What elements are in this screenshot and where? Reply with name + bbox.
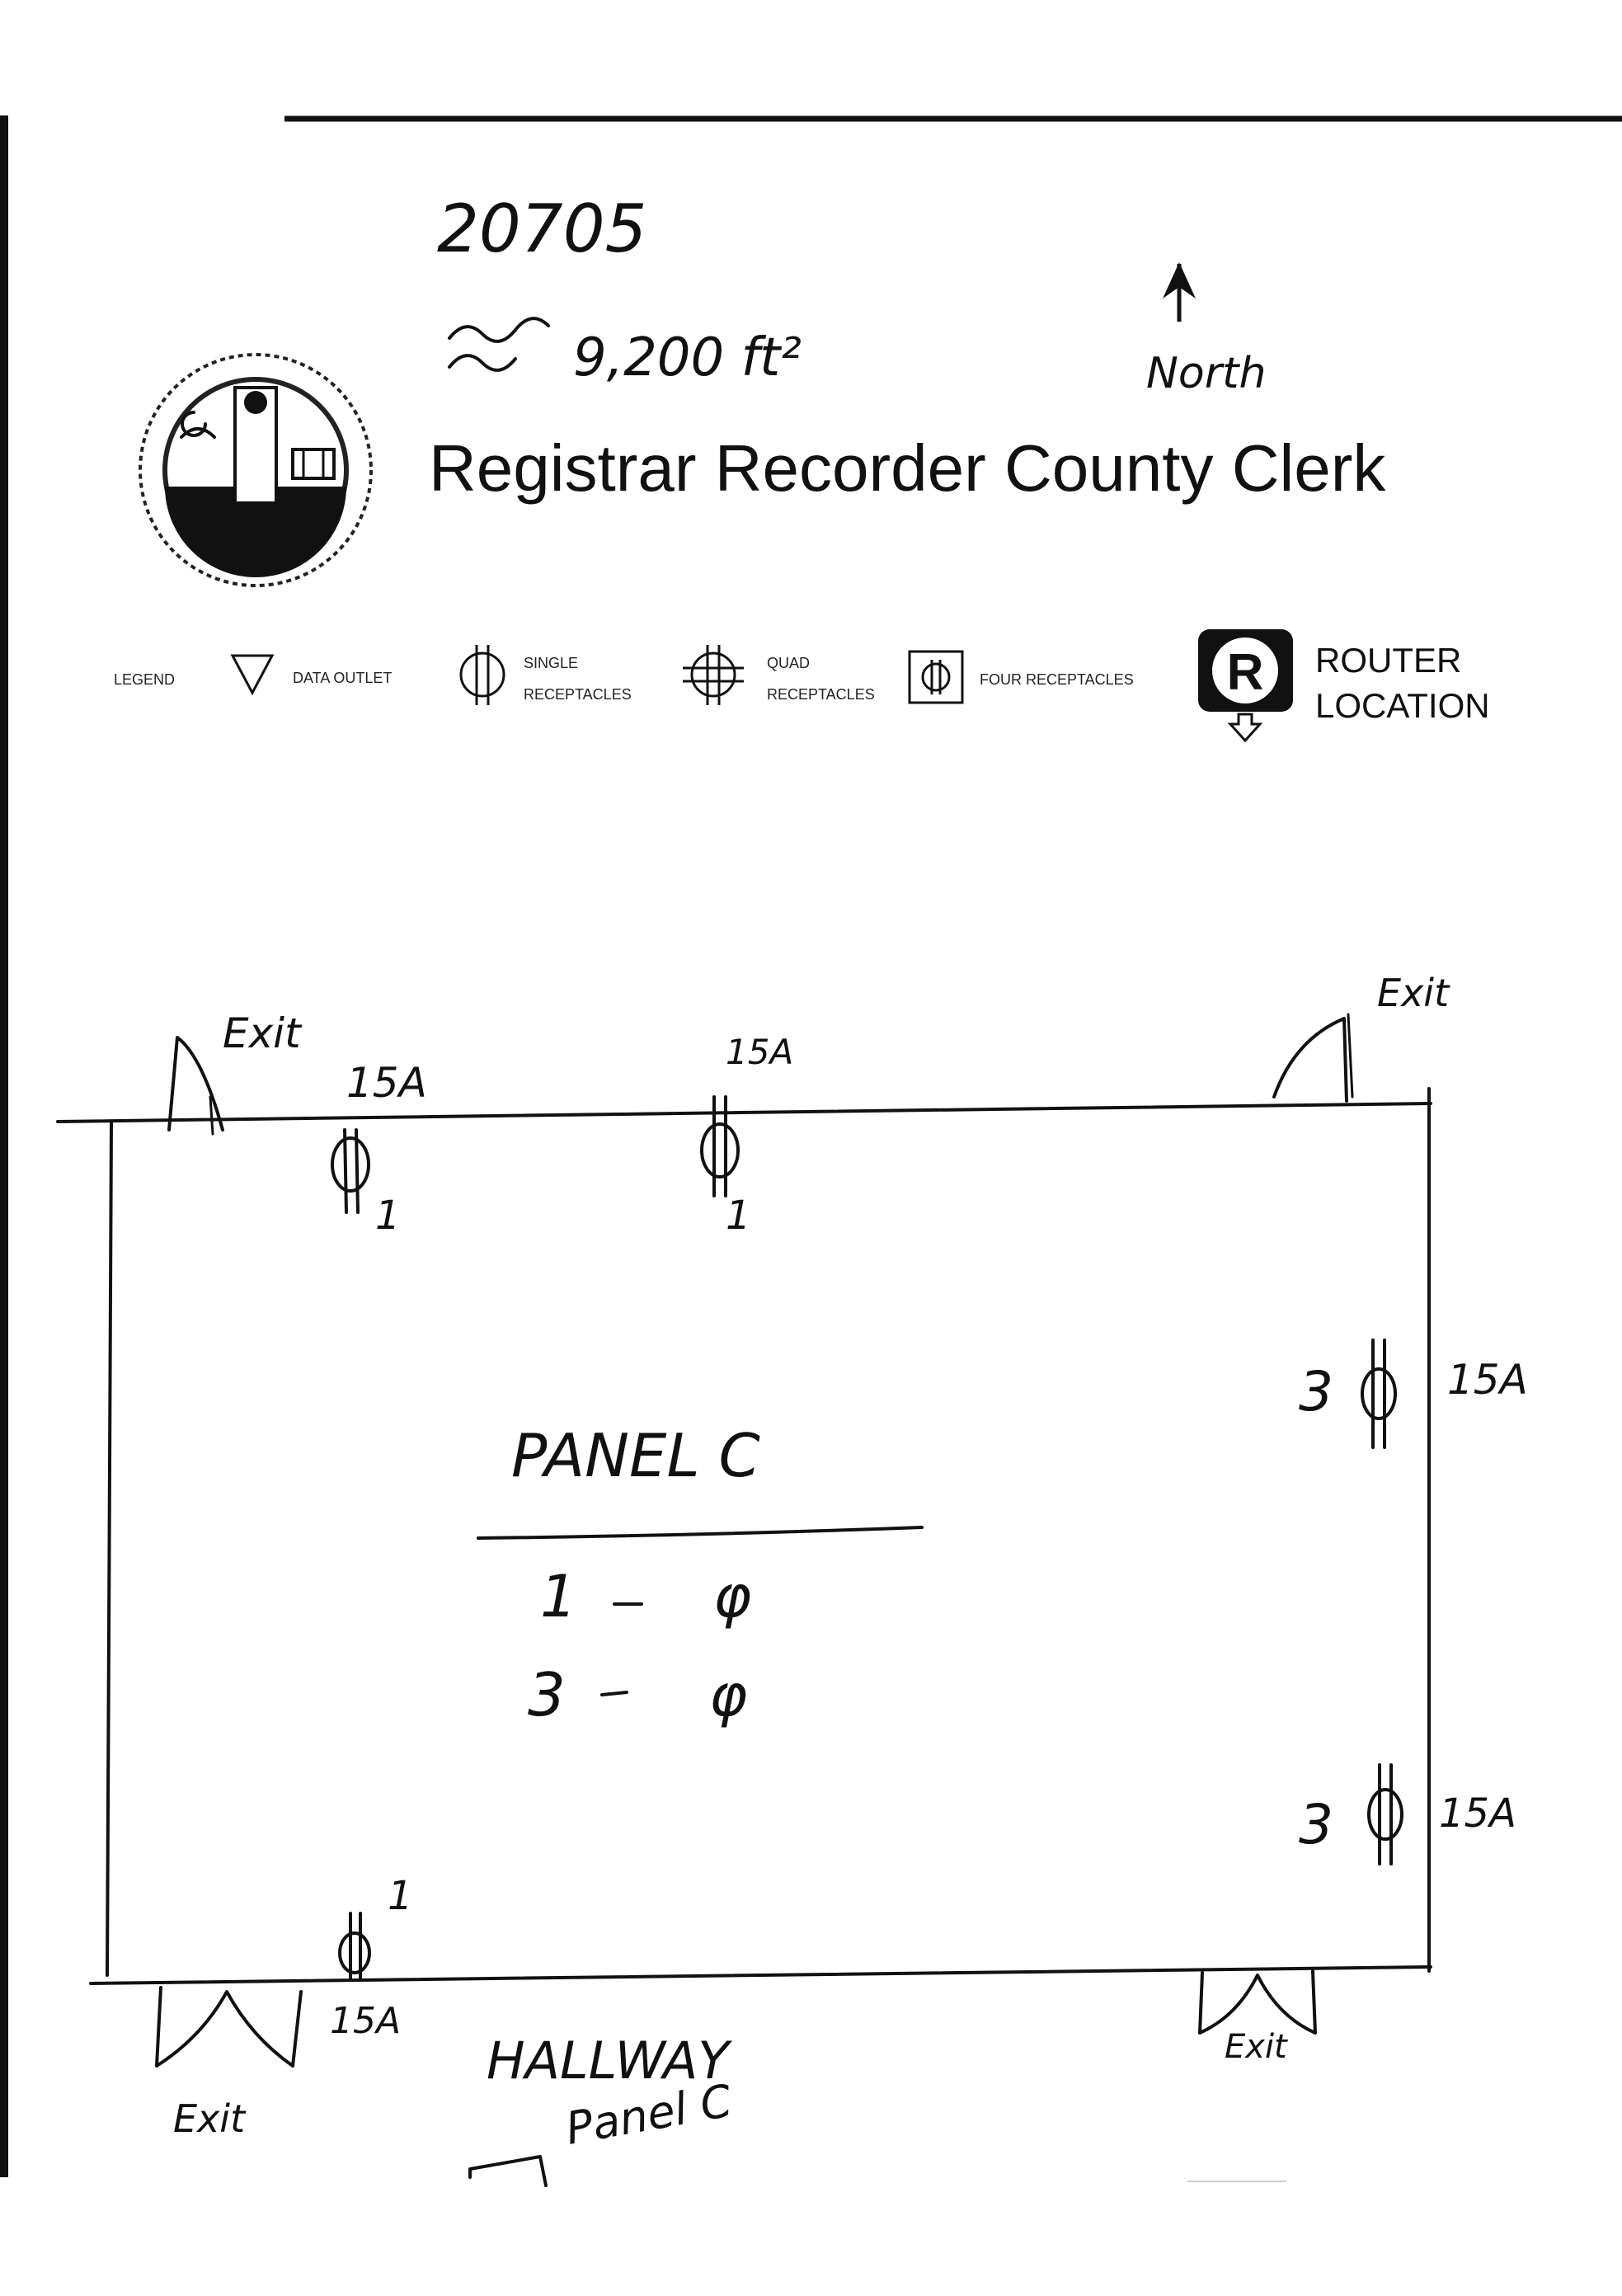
quad-receptacle-icon <box>683 645 744 705</box>
exit-label-bottom-left: Exit <box>173 2096 247 2141</box>
panel-location-mark <box>468 2155 548 2187</box>
room-outline <box>56 1087 1432 1985</box>
legend-quad-label-1: QUAD <box>767 655 810 671</box>
panel-line2-symbol: φ <box>709 1662 747 1729</box>
receptacle-amps-top-mid: 15A <box>726 1032 793 1072</box>
receptacle-amps-right-upper: 15A <box>1447 1356 1528 1404</box>
handwritten-id: 20705 <box>437 191 647 267</box>
receptacle-count-top-left: 1 <box>375 1193 401 1239</box>
single-receptacle-icon <box>331 1128 370 1214</box>
receptacle-amps-right-lower: 15A <box>1439 1790 1516 1837</box>
legend-quad-label-2: RECEPTACLES <box>767 686 875 703</box>
exit-door-top-right <box>1272 1013 1354 1103</box>
single-receptacle-icon <box>700 1095 740 1197</box>
single-receptacle-icon <box>1361 1339 1397 1449</box>
left-page-edge <box>0 115 8 2177</box>
panel-line2-number: 3 <box>528 1660 566 1729</box>
north-label: North <box>1146 349 1266 398</box>
legend: LEGEND DATA OUTLET SINGLE RECEPTACLES QU… <box>114 629 1490 743</box>
north-arrow-icon <box>1163 262 1196 322</box>
single-receptacle-icon <box>1367 1763 1403 1866</box>
receptacle-count-right-upper: 3 <box>1299 1360 1333 1423</box>
panel-underline <box>477 1526 924 1540</box>
triangle-icon <box>230 654 275 696</box>
router-badge: R <box>1227 644 1264 701</box>
panel-line2-dash <box>600 1691 628 1696</box>
exit-label-bottom-right: Exit <box>1225 2028 1288 2066</box>
single-receptacle-icon <box>459 645 505 705</box>
exit-door-bottom-left <box>155 1986 303 2068</box>
county-seal-logo <box>139 353 373 587</box>
exit-label-top-left: Exit <box>223 1009 303 1057</box>
four-receptacle-icon <box>908 650 964 704</box>
approx-mark-lower <box>448 354 517 372</box>
router-location-icon: R <box>1198 629 1293 743</box>
approx-mark-upper <box>448 317 550 343</box>
panel-line1-symbol: φ <box>713 1563 751 1630</box>
panel-title: PANEL C <box>511 1421 760 1490</box>
area-label: 9,200 ft² <box>573 327 802 388</box>
org-title: Registrar Recorder County Clerk <box>429 431 1386 505</box>
receptacle-count-bottom-left: 1 <box>388 1873 413 1919</box>
single-receptacle-icon <box>338 1912 371 1981</box>
hallway-label: HALLWAY <box>487 2030 732 2091</box>
receptacle-amps-bottom-left: 15A <box>330 2000 401 2042</box>
router-label-1: ROUTER <box>1315 641 1461 680</box>
receptacle-amps-top-left: 15A <box>346 1059 427 1107</box>
receptacle-count-right-lower: 3 <box>1299 1793 1333 1856</box>
legend-single-label-1: SINGLE <box>524 655 578 671</box>
legend-data-outlet-label: DATA OUTLET <box>293 670 392 686</box>
legend-title: LEGEND <box>114 671 175 688</box>
exit-label-top-right: Exit <box>1377 971 1450 1015</box>
exit-door-top-left <box>167 1036 224 1136</box>
legend-four-label: FOUR RECEPTACLES <box>980 671 1134 688</box>
legend-single-label-2: RECEPTACLES <box>524 686 632 703</box>
router-label-2: LOCATION <box>1315 686 1490 725</box>
exit-door-bottom-right <box>1198 1969 1317 2035</box>
panel-line1-number: 1 <box>540 1563 577 1630</box>
receptacle-count-top-mid: 1 <box>726 1193 751 1239</box>
